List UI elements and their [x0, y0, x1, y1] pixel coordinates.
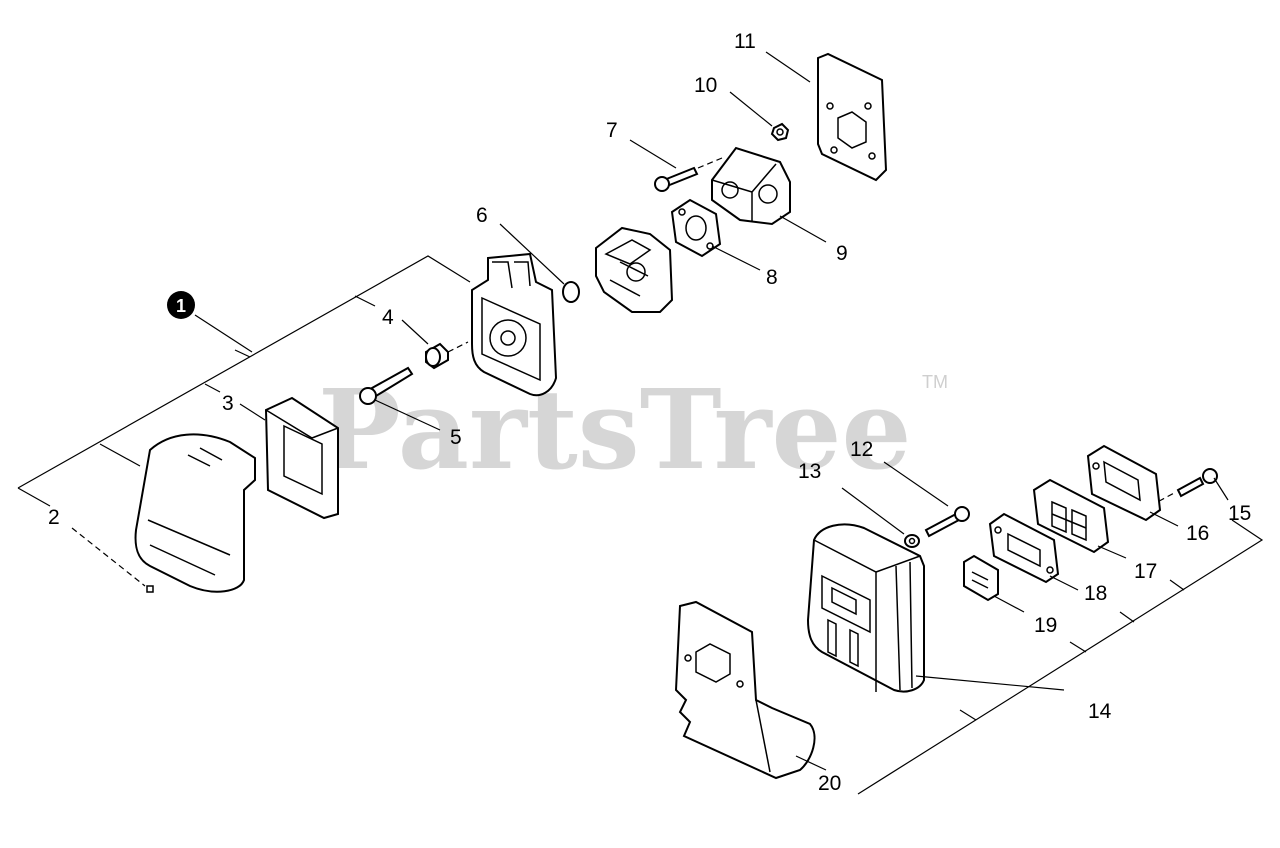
callout-2: 2: [48, 506, 60, 529]
kit-bracket-muffler: [857, 519, 1264, 795]
part-carburetor[interactable]: [595, 226, 674, 313]
watermark-trademark: TM: [922, 372, 948, 392]
callout-3: 3: [222, 392, 234, 415]
callout-5: 5: [450, 426, 462, 449]
callout-16: 16: [1186, 522, 1209, 545]
callout-12: 12: [850, 438, 873, 461]
callout-14: 14: [1088, 700, 1112, 723]
callout-17: 17: [1134, 560, 1157, 583]
part-17-gasket[interactable]: [1032, 478, 1110, 554]
part-12-bolt[interactable]: [924, 506, 970, 538]
part-14-muffler[interactable]: [806, 523, 925, 693]
callout-7: 7: [606, 119, 618, 142]
part-19-screen-plate[interactable]: [963, 554, 999, 602]
part-15-bolt[interactable]: [1176, 468, 1218, 498]
kit-bracket-air-cleaner: [17, 255, 471, 507]
part-3-air-filter[interactable]: [264, 396, 339, 520]
callout-15: 15: [1228, 502, 1251, 525]
callout-10: 10: [694, 74, 717, 97]
part-13-washer[interactable]: [904, 534, 920, 548]
callout-4: 4: [382, 306, 394, 329]
part-2-air-cleaner-cover[interactable]: [134, 433, 256, 593]
callout-8: 8: [766, 266, 778, 289]
part-4-collar[interactable]: [425, 342, 449, 370]
part-air-cleaner-case[interactable]: [471, 252, 558, 397]
part-11-gasket-plate[interactable]: [817, 52, 888, 182]
part-8-gasket[interactable]: [670, 198, 722, 258]
callout-9: 9: [836, 242, 848, 265]
part-20-heat-shield[interactable]: [674, 600, 816, 780]
callout-11: 11: [734, 30, 756, 53]
callout-18: 18: [1084, 582, 1107, 605]
callout-13: 13: [798, 460, 821, 483]
watermark-text: PartsTree: [318, 365, 912, 494]
kit-marker-leader: [194, 314, 253, 353]
part-16-plate[interactable]: [1086, 444, 1162, 522]
part-6-o-ring[interactable]: [562, 281, 580, 303]
part-10-nut[interactable]: [770, 122, 790, 142]
part-9-insulator[interactable]: [711, 146, 791, 226]
part-5-bolt[interactable]: [359, 366, 414, 405]
callout-19: 19: [1034, 614, 1057, 637]
kit-marker-label: 1: [176, 296, 186, 316]
callout-6: 6: [476, 204, 488, 227]
part-7-bolt[interactable]: [654, 166, 699, 192]
part-18-gasket[interactable]: [988, 512, 1060, 584]
callout-20: 20: [818, 772, 841, 795]
kit-marker[interactable]: 1: [167, 291, 195, 319]
